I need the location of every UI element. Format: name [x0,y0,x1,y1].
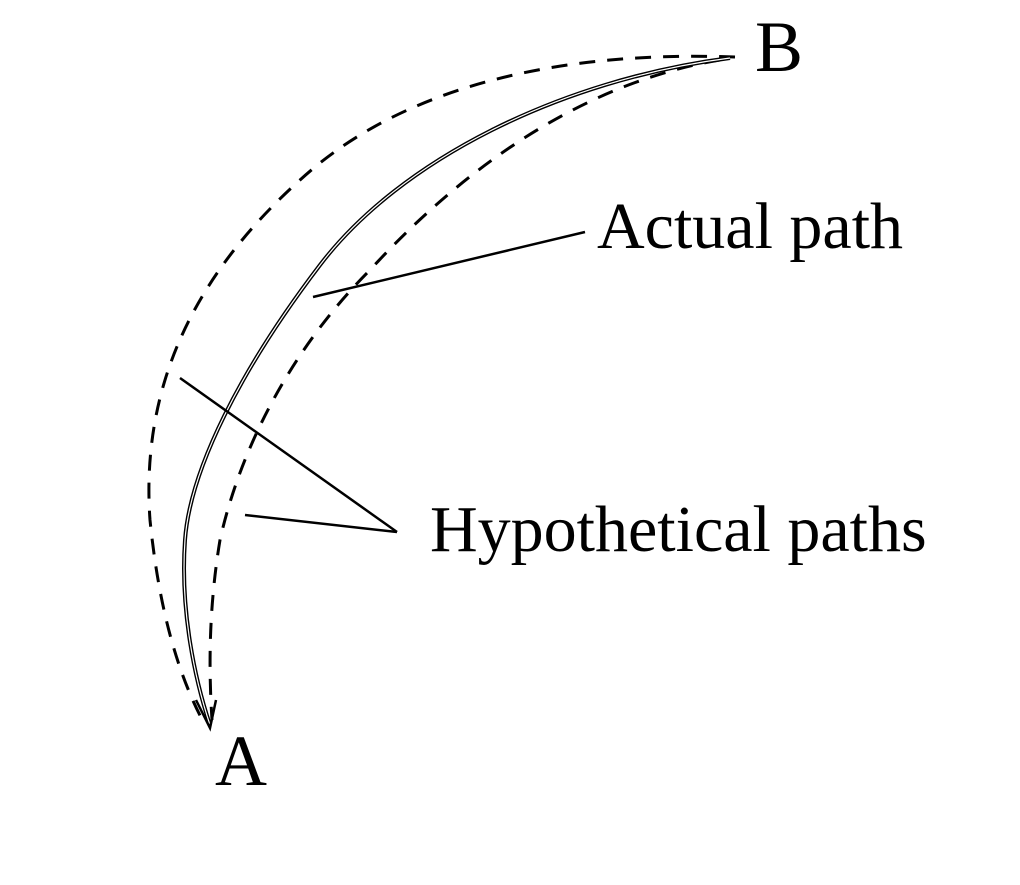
hypothetical-leader-inner [244,513,398,534]
actual-path-leader [312,230,586,299]
hypothetical-leader-outer [179,376,398,534]
arrowhead-icon [194,699,218,732]
hypothetical-path-outer [147,54,736,726]
hypothetical-path-inner [208,58,721,721]
point-b-label: B [755,7,803,87]
point-a-label: A [215,721,267,801]
actual-path [182,56,731,726]
actual-path-label: Actual path [597,190,903,263]
hypothetical-paths-label: Hypothetical paths [430,493,927,566]
